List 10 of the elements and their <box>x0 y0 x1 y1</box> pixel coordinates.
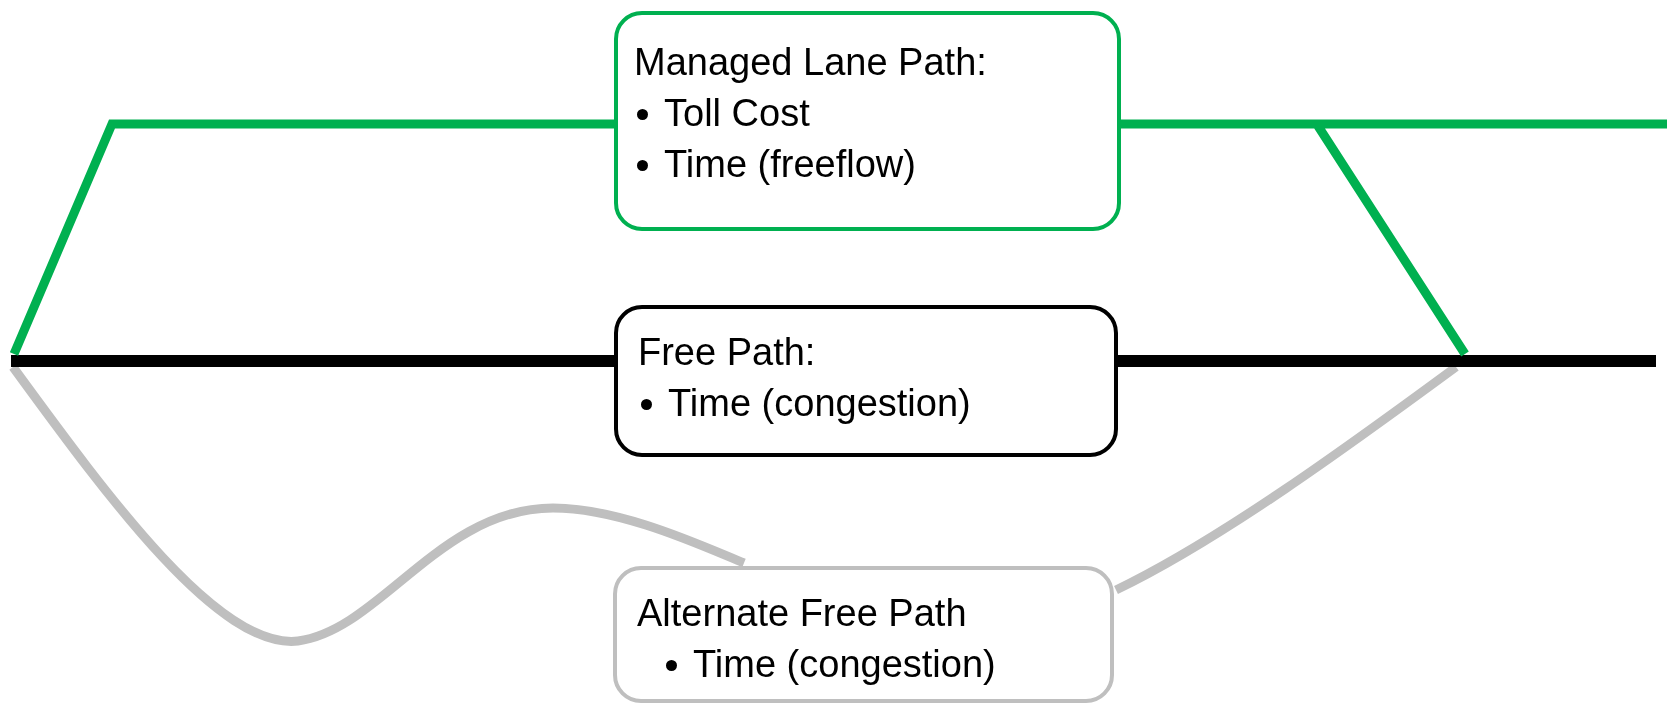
label-box <box>614 11 1121 231</box>
box-heading: Managed Lane Path: <box>634 40 987 85</box>
bullet-item: Time (freeflow) <box>664 142 916 187</box>
bullet-item: Toll Cost <box>664 91 810 136</box>
label-box <box>614 305 1118 457</box>
box-heading: Free Path: <box>638 330 816 375</box>
box-heading: Alternate Free Path <box>637 591 967 636</box>
label-box <box>613 566 1114 703</box>
bullet-item: Time (congestion) <box>668 381 971 426</box>
bullet-item: Time (congestion) <box>693 642 996 687</box>
